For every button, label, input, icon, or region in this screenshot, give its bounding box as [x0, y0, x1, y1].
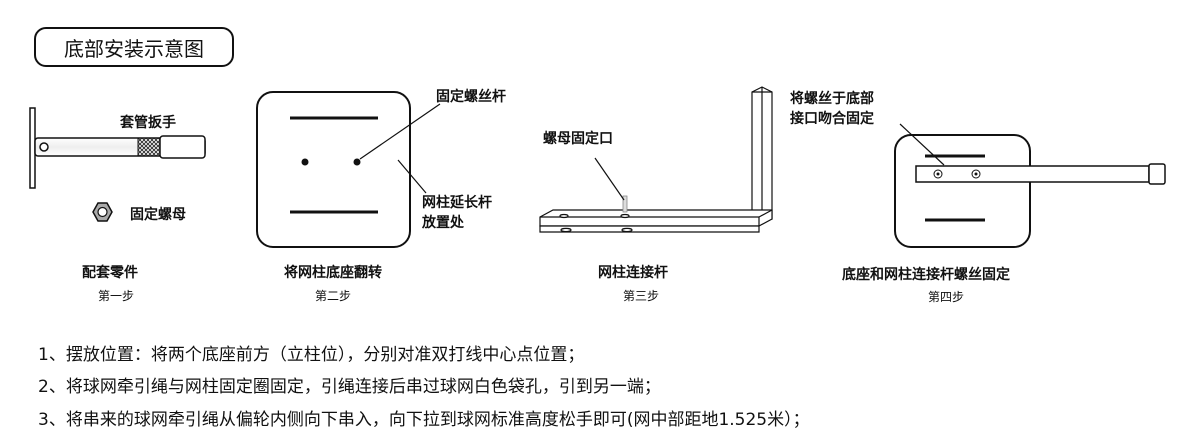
socket-wrench-label: 套管扳手	[120, 115, 176, 131]
step4-note-line2: 接口吻合固定	[790, 111, 874, 127]
hex-nut	[92, 202, 113, 222]
bolt-label: 固定螺丝杆	[436, 89, 506, 105]
nut-label: 固定螺母	[130, 207, 186, 223]
nut-port-label: 螺母固定口	[543, 131, 613, 147]
base-plate-flipped	[256, 91, 441, 248]
connecting-rod	[539, 86, 773, 233]
diagram-title: 底部安装示意图	[64, 36, 204, 61]
step1-number: 第一步	[98, 289, 135, 303]
socket-wrench	[29, 107, 206, 189]
step4-number: 第四步	[928, 290, 965, 304]
step2-number: 第二步	[315, 289, 352, 303]
step3-name: 网柱连接杆	[598, 265, 668, 281]
instruction-1: 1、摆放位置：将两个底座前方（立柱位），分别对准双打线中心点位置；	[38, 345, 585, 365]
instruction-3: 3、将串来的球网牵引绳从偏轮内侧向下串入，向下拉到球网标准高度松手即可(网中部距…	[38, 410, 810, 430]
step4-name: 底座和网柱连接杆螺丝固定	[842, 267, 1010, 283]
step4-note-line1: 将螺丝于底部	[790, 91, 874, 107]
step1-name: 配套零件	[82, 265, 138, 281]
step2-name: 将网柱底座翻转	[284, 265, 382, 281]
instruction-2: 2、将球网牵引绳与网柱固定圈固定，引绳连接后串过球网白色袋孔，引到另一端；	[38, 377, 661, 397]
step3-number: 第三步	[623, 289, 660, 303]
rod-position-label-line1: 网柱延长杆	[422, 195, 492, 211]
title-box: 底部安装示意图	[34, 27, 234, 67]
base-with-rod	[894, 123, 1166, 248]
rod-position-label-line2: 放置处	[422, 215, 464, 231]
